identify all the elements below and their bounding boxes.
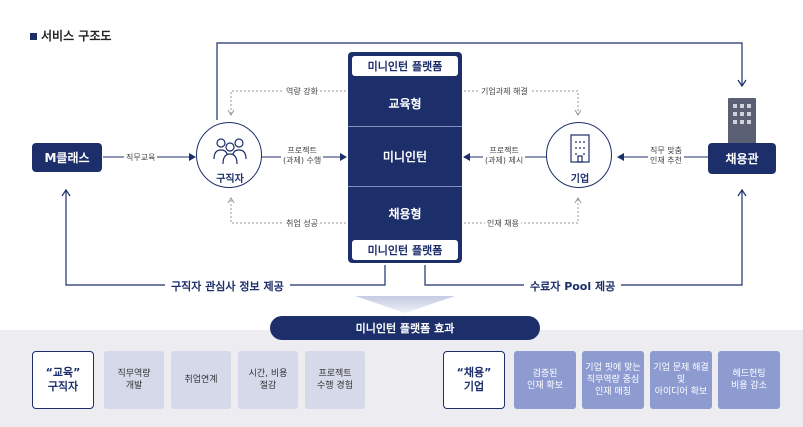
seeker-label: 구직자 (216, 174, 244, 185)
people-icon (213, 138, 247, 165)
effect-card: 기업 핏에 맞는 직무역량 중심 인재 매칭 (582, 351, 644, 409)
company-circle: 기업 (546, 122, 612, 188)
effect-card: 프로젝트 수행 경험 (305, 351, 365, 409)
label-solve-task: 기업과제 해결 (479, 86, 530, 97)
label-project-offer: 프로젝트 (과제) 제시 (483, 146, 526, 166)
effect-card: 시간, 비용 절감 (238, 351, 298, 409)
label-capability: 역량 강화 (284, 86, 320, 97)
platform-section-hiring: 채용형 (388, 206, 422, 221)
effect-card: 직무역량 개발 (104, 351, 164, 409)
mclass-box: M클래스 (32, 143, 102, 172)
page-title: 서비스 구조도 (41, 29, 112, 43)
effect-card: 헤드헌팅 비용 감소 (718, 351, 780, 409)
label-employ-success: 취업 성공 (284, 218, 320, 229)
label-pool: 수료자 Pool 제공 (524, 278, 622, 294)
label-project-do: 프로젝트 (과제) 수행 (281, 146, 324, 166)
label-recommend: 직무 맞춤 인재 추천 (648, 146, 684, 166)
effect-card: 기업 문제 해결 및 아이디어 확보 (650, 351, 712, 409)
seeker-circle: 구직자 (196, 122, 262, 188)
header-bullet (30, 33, 37, 40)
company-label: 기업 (570, 174, 590, 185)
platform-section-education: 교육형 (388, 96, 422, 111)
hiring-box: 채용관 (708, 143, 776, 174)
platform-divider (348, 126, 462, 127)
label-talent-hire: 인재 채용 (485, 218, 521, 229)
platform-divider (348, 186, 462, 187)
effect-card: 취업연계 (171, 351, 231, 409)
platform-section-miniintern: 미니인턴 (382, 149, 428, 164)
building-icon (728, 98, 756, 146)
label-seeker-info: 구직자 관심사 정보 제공 (165, 278, 290, 294)
effect-card: 검증된 인재 확보 (514, 351, 576, 409)
hiring-node: 채용관 (708, 98, 776, 174)
platform-top-caption: 미니인턴 플랫폼 (352, 56, 458, 76)
effect-title-pill: 미니인턴 플랫폼 효과 (270, 316, 540, 340)
platform-bottom-caption: 미니인턴 플랫폼 (352, 240, 458, 260)
tag-education-seeker: “교육” 구직자 (32, 351, 94, 409)
label-job-education: 직무교육 (124, 152, 158, 163)
tag-hiring-company: “채용” 기업 (443, 351, 505, 409)
office-building-icon (570, 134, 590, 163)
platform-column (348, 52, 462, 263)
